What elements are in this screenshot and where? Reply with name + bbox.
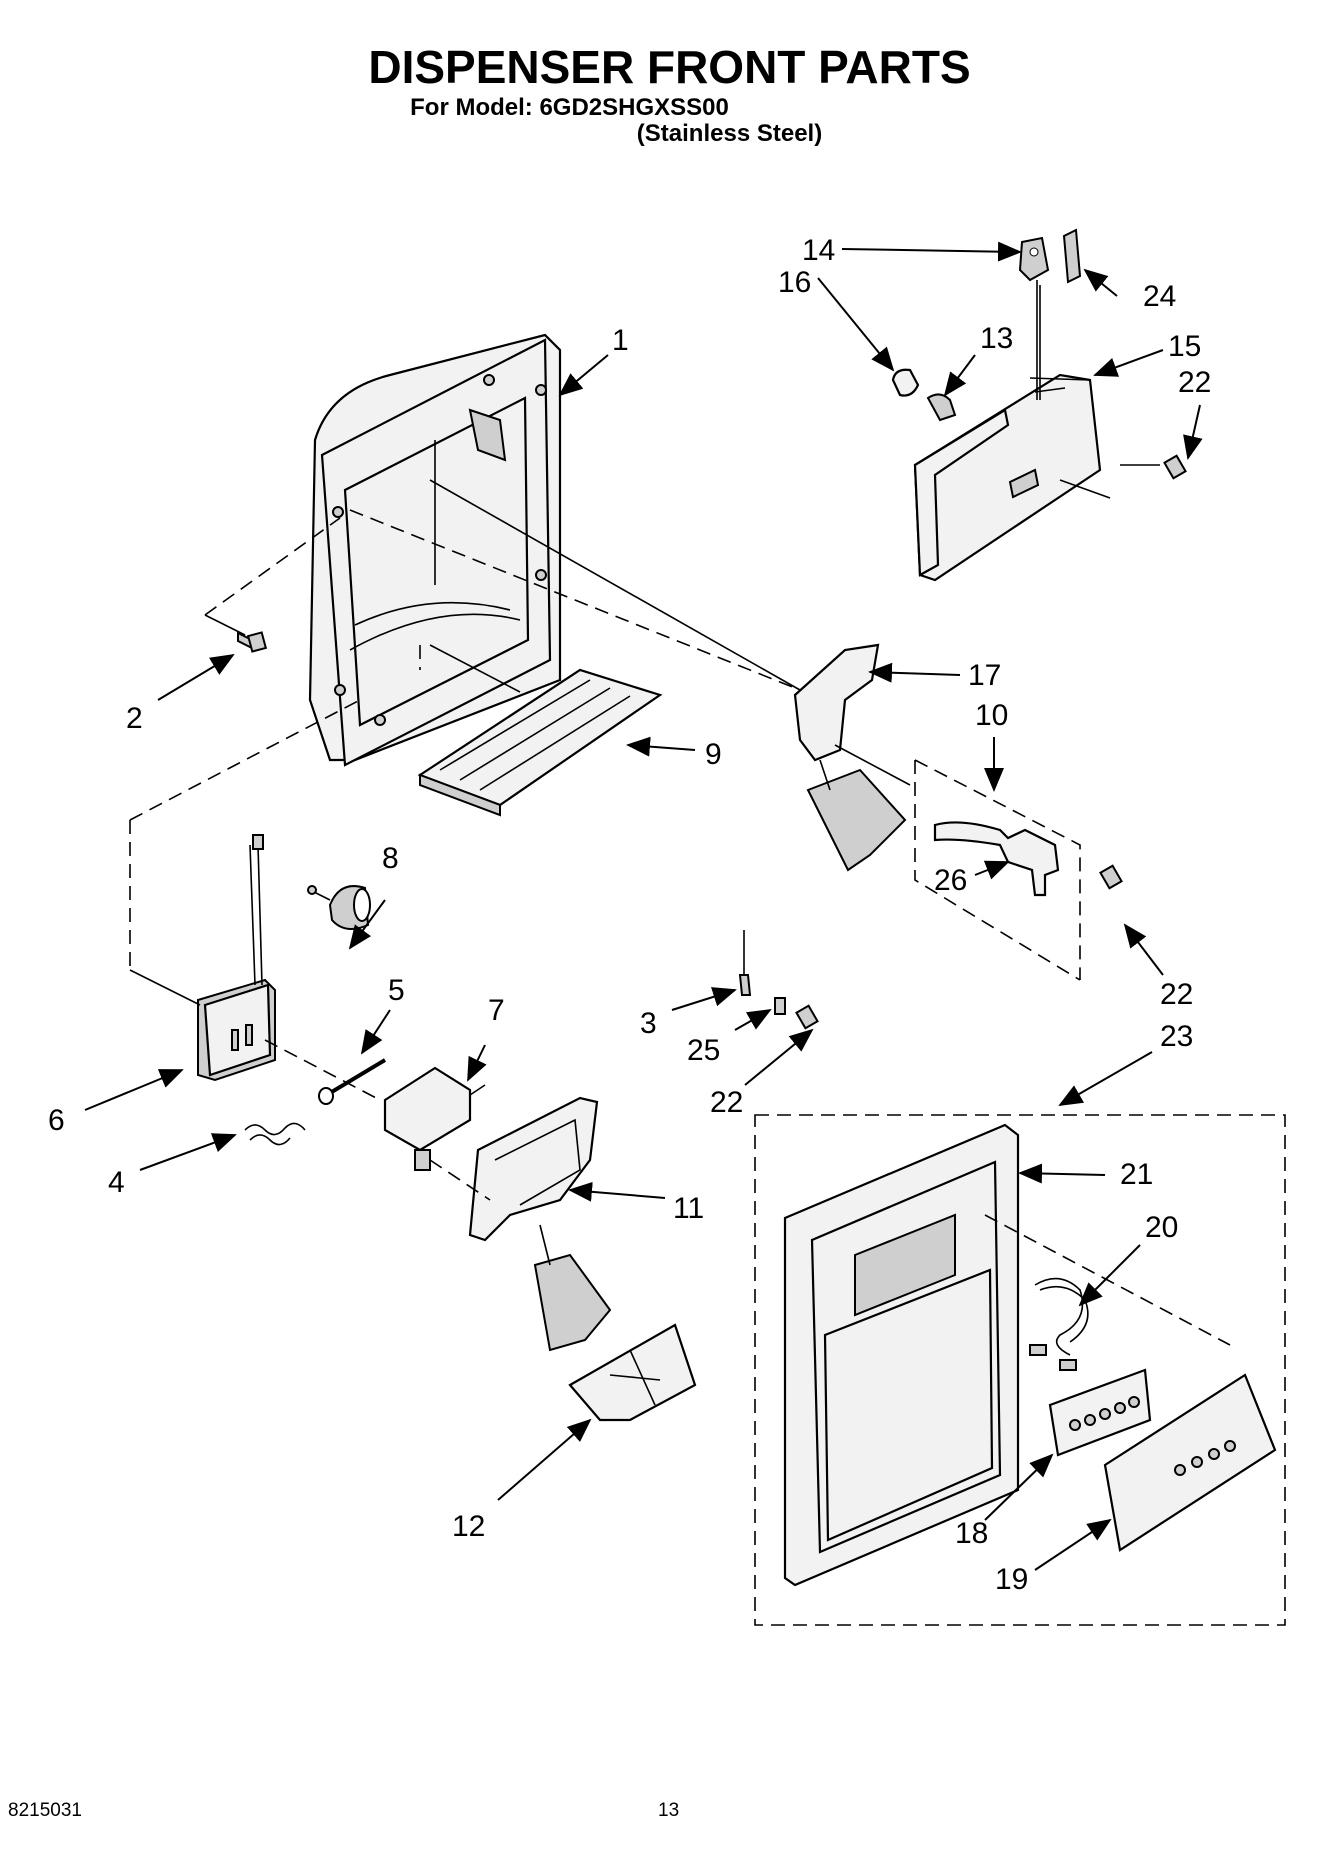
part-11-ice-lever: [468, 1096, 612, 1352]
part-15-housing: [913, 373, 1102, 582]
callout-18: 18: [955, 1517, 988, 1550]
callout-19: 19: [995, 1563, 1028, 1596]
part-3-spring: [738, 930, 752, 996]
part-2-screw: [237, 631, 268, 653]
callout-24: 24: [1143, 280, 1176, 313]
finish-line: (Stainless Steel): [636, 120, 823, 147]
part-19-overlay: [1103, 1373, 1277, 1552]
part-17-lever: [793, 643, 907, 872]
callout-arrows: [84, 241, 1203, 1571]
callout-6: 6: [48, 1104, 65, 1137]
part-16-bulb: [891, 368, 920, 397]
part-6-motor: [197, 834, 276, 1082]
part-13-socket: [926, 393, 957, 422]
callout-10: 10: [975, 699, 1008, 732]
callout-15: 15: [1168, 330, 1201, 363]
part-22-screw-b: [1099, 864, 1123, 890]
part-20-wire-harness: [1029, 1277, 1089, 1371]
model-line: For Model: 6GD2SHGXSS00: [410, 94, 729, 121]
callout-26: 26: [934, 864, 967, 897]
callout-3: 3: [640, 1007, 657, 1040]
callout-4: 4: [108, 1166, 125, 1199]
callout-7: 7: [488, 994, 505, 1027]
callout-25: 25: [687, 1034, 720, 1067]
part-24-insulator: [1062, 228, 1082, 284]
part-14-switch: [1018, 236, 1050, 282]
callout-9: 9: [705, 738, 722, 771]
callout-22c: 22: [710, 1086, 743, 1119]
part-23-assembly-box: [754, 1114, 1286, 1626]
part-5-pin: [318, 1058, 387, 1105]
callout-11: 11: [673, 1192, 704, 1225]
callout-1: 1: [612, 324, 629, 357]
part-12-chute: [568, 1323, 697, 1422]
part-4-spring: [244, 1122, 306, 1146]
callout-12: 12: [452, 1510, 485, 1543]
part-22-screw-c: [795, 1004, 819, 1030]
page-title: DISPENSER FRONT PARTS: [368, 41, 971, 93]
footer-document-code: 8215031: [8, 1800, 82, 1821]
part-21-front-panel: [783, 1123, 1020, 1587]
callout-22a: 22: [1178, 366, 1211, 399]
callout-8: 8: [382, 842, 399, 875]
callout-23: 23: [1160, 1020, 1193, 1053]
callout-16: 16: [778, 266, 811, 299]
part-9-drip-tray: [417, 668, 663, 817]
part-8-solenoid: [307, 885, 371, 930]
part-10-switch-assembly: [914, 759, 1081, 981]
footer-page-number: 13: [658, 1800, 680, 1821]
callout-14: 14: [802, 234, 835, 267]
callout-labels: 1 2 3 4 5 6 7 8 9 10 11 12 13 14 15 16 1…: [48, 234, 1211, 1596]
callout-22b: 22: [1160, 978, 1193, 1011]
callout-13: 13: [980, 322, 1013, 355]
part-7-actuator: [383, 1066, 486, 1171]
callout-5: 5: [388, 974, 405, 1007]
callout-2: 2: [126, 702, 143, 735]
connector-lines: [129, 285, 1231, 1346]
callout-20: 20: [1145, 1211, 1178, 1244]
callout-17: 17: [968, 659, 1001, 692]
part-1-housing: [308, 333, 562, 767]
part-25-clip: [774, 997, 786, 1015]
part-22-screw-a: [1163, 454, 1187, 480]
callout-21: 21: [1120, 1158, 1153, 1191]
part-18-control-board: [1048, 1368, 1152, 1457]
